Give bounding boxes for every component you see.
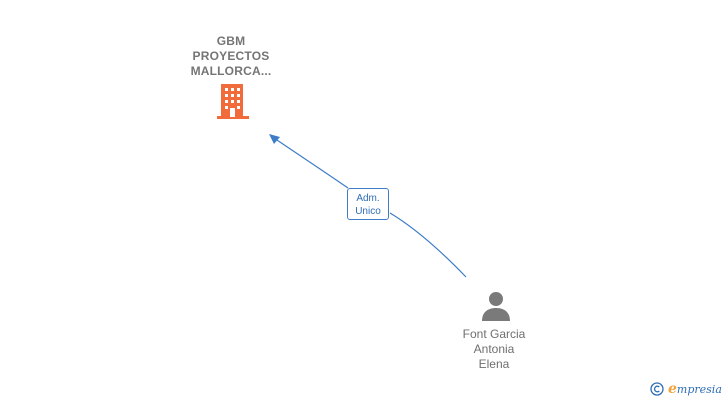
relation-edge-arrow-segment [273, 137, 349, 189]
person-name-line-1: Font Garcia [462, 327, 526, 341]
copyright-icon [650, 382, 664, 396]
company-name-line-1: GBM [216, 34, 246, 48]
arrowhead-icon [269, 134, 280, 144]
person-icon[interactable] [480, 290, 512, 322]
relation-edge [389, 212, 467, 278]
brand-logo-text: mpresia [676, 382, 722, 396]
company-name-line-3: MALLORCA... [190, 64, 272, 78]
building-icon[interactable] [217, 84, 249, 120]
company-name-line-2: PROYECTOS [192, 49, 270, 63]
relation-label[interactable]: Adm. Unico [347, 188, 389, 220]
person-name-line-2: Antonia [473, 342, 515, 356]
relation-label-line-2: Unico [355, 206, 381, 217]
person-name-line-3: Elena [478, 357, 510, 371]
person-node-label[interactable]: Font Garcia Antonia Elena [436, 327, 552, 372]
brand-logo-e: e [668, 381, 677, 397]
relation-label-line-1: Adm. [356, 193, 380, 204]
company-node-label[interactable]: GBM PROYECTOS MALLORCA... [173, 34, 289, 79]
